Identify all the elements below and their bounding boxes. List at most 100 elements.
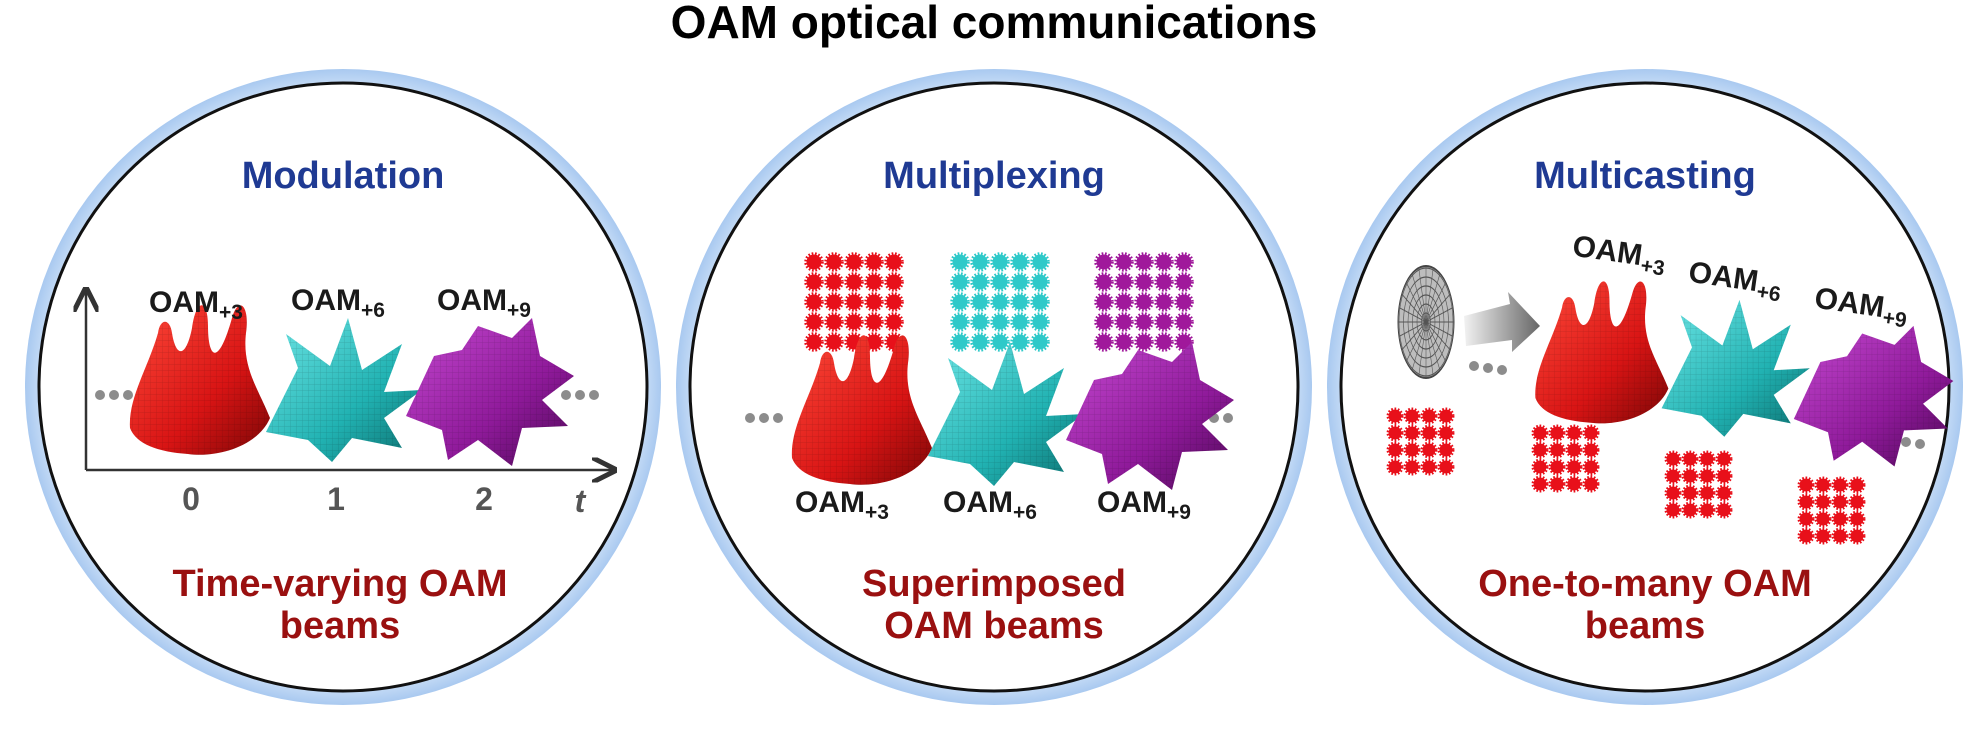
oam-spot <box>804 252 824 272</box>
oam-spot <box>1174 312 1194 332</box>
oam-spot <box>1403 424 1421 442</box>
oam-spot <box>1094 272 1114 292</box>
ellipsis-left <box>1469 361 1507 375</box>
panel-multiplexing: Multiplexing OAM+3 OAM+6 OAM+9 Superimpo… <box>676 69 1312 705</box>
oam-spot <box>1437 407 1455 425</box>
oam-spot <box>1386 441 1404 459</box>
oam-spot <box>1797 476 1815 494</box>
oam-spot <box>1174 332 1194 352</box>
ellipsis-right <box>561 390 599 400</box>
oam-spot <box>1565 441 1583 459</box>
oam-spot <box>1831 476 1849 494</box>
oam-spot <box>1420 441 1438 459</box>
oam-spot <box>1715 501 1733 519</box>
axis-tick-label: 2 <box>475 481 493 517</box>
ellipsis-left <box>95 390 133 400</box>
oam-spot <box>1010 292 1030 312</box>
oam-spot <box>1814 493 1832 511</box>
panel-caption-line: beams <box>1585 605 1705 647</box>
oam-spot <box>1531 458 1549 476</box>
oam-spot <box>1437 424 1455 442</box>
oam-spot <box>804 272 824 292</box>
oam-spot <box>1531 475 1549 493</box>
oam-spot <box>1030 272 1050 292</box>
oam-spot-grid-red <box>1386 407 1455 476</box>
oam-spot-grid-red <box>804 252 904 352</box>
oam-spot <box>1386 407 1404 425</box>
oam-spot <box>1548 458 1566 476</box>
oam-spot <box>970 252 990 272</box>
oam-spot <box>864 272 884 292</box>
oam-spot <box>1420 458 1438 476</box>
oam-spot <box>844 292 864 312</box>
oam-spot <box>824 252 844 272</box>
oam-spot <box>1814 476 1832 494</box>
axis-tick-label: 0 <box>182 481 200 517</box>
oam-spot <box>1134 292 1154 312</box>
oam-spot <box>950 292 970 312</box>
oam-spot <box>864 252 884 272</box>
oam-spot <box>1664 484 1682 502</box>
oam-spot <box>1565 424 1583 442</box>
oam-spot <box>1114 292 1134 312</box>
input-arrow-icon <box>1464 292 1540 352</box>
oam-spot <box>1715 467 1733 485</box>
oam-spot <box>1664 467 1682 485</box>
oam-spot <box>1174 252 1194 272</box>
panel-caption-line: Time-varying OAM <box>172 563 507 605</box>
oam-spot <box>1582 458 1600 476</box>
oam-spot <box>1681 501 1699 519</box>
oam-spot <box>1134 272 1154 292</box>
oam-spot <box>1094 332 1114 352</box>
oam-spot <box>1030 312 1050 332</box>
oam-spot <box>1134 332 1154 352</box>
oam-spot <box>1174 292 1194 312</box>
oam-spot <box>804 312 824 332</box>
panel-multicasting: Multicasting OAM+3 OAM+6 OAM+9 One-to-ma… <box>1327 69 1963 705</box>
panel-caption-line: One-to-many OAM <box>1478 563 1812 605</box>
oam-spot <box>1848 493 1866 511</box>
oam-spot <box>1114 252 1134 272</box>
oam-spot <box>1715 450 1733 468</box>
page-title: OAM optical communications <box>671 0 1318 48</box>
oam-spot <box>1664 501 1682 519</box>
oam-spot <box>1010 272 1030 292</box>
panel-heading: Multicasting <box>1534 155 1756 197</box>
oam-spot <box>1134 312 1154 332</box>
oam-spot <box>1848 527 1866 545</box>
oam-spot <box>1548 424 1566 442</box>
oam-spot <box>1681 484 1699 502</box>
oam-spot <box>1154 332 1174 352</box>
oam-spot <box>1681 450 1699 468</box>
oam-spot <box>1582 424 1600 442</box>
oam-spot <box>1715 484 1733 502</box>
oam-spot <box>990 252 1010 272</box>
oam-spot <box>1114 312 1134 332</box>
oam-spot <box>1386 458 1404 476</box>
oam-spot <box>824 272 844 292</box>
oam-spot <box>1010 332 1030 352</box>
panel-modulation: Modulation OAM+3 OAM+6 OAM+9 0 1 2 t Tim… <box>25 69 661 705</box>
oam-spot <box>1386 424 1404 442</box>
oam-spot <box>884 312 904 332</box>
oam-spot <box>1174 272 1194 292</box>
oam-spot <box>1030 332 1050 352</box>
beam-label: OAM+3 <box>149 286 243 324</box>
oam-spot <box>1114 272 1134 292</box>
oam-spot-grid-purple <box>1094 252 1194 352</box>
oam-spot-grid-cyan <box>950 252 1050 352</box>
oam-spot <box>950 332 970 352</box>
oam-spot <box>990 272 1010 292</box>
oam-spot <box>1437 441 1455 459</box>
oam-spot <box>1030 292 1050 312</box>
oam-spot-grid-red <box>1531 424 1600 493</box>
oam-spot <box>1831 510 1849 528</box>
oam-spot <box>990 312 1010 332</box>
panel-heading: Multiplexing <box>883 155 1105 197</box>
oam-spot <box>1797 527 1815 545</box>
beam-label: OAM+9 <box>1812 282 1910 333</box>
oam-spot <box>1548 475 1566 493</box>
oam-spot <box>950 272 970 292</box>
oam-spot <box>844 272 864 292</box>
oam-spot <box>1831 493 1849 511</box>
